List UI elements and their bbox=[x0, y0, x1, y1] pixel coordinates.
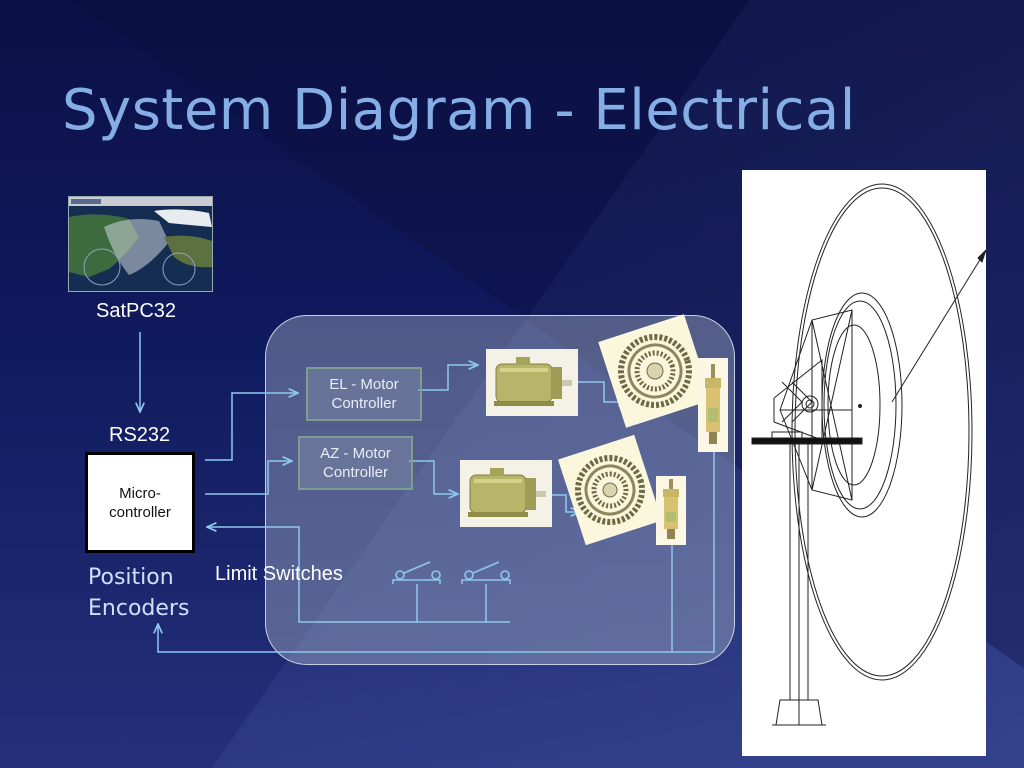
el-controller-label-line2: Controller bbox=[331, 395, 397, 412]
microcontroller-box: Micro-controller bbox=[85, 452, 195, 553]
slide-title: System Diagram - Electrical bbox=[62, 78, 856, 143]
position-encoders-line1: Position bbox=[88, 565, 174, 590]
satpc32-screenshot-image bbox=[68, 196, 213, 292]
el-to-motor-arrow bbox=[418, 365, 478, 391]
el-motor-to-gear-arrow bbox=[578, 381, 628, 402]
limit-switches-label: Limit Switches bbox=[215, 563, 343, 585]
az-controller-label-line1: AZ - Motor bbox=[320, 445, 391, 462]
el-controller-label-line1: EL - Motor bbox=[329, 376, 399, 393]
microcontroller-label-line1: Micro- bbox=[119, 484, 161, 502]
limit-switch-bus bbox=[298, 556, 510, 623]
position-encoders-label: Position Encoders bbox=[88, 562, 189, 624]
micro-to-az-arrow bbox=[205, 461, 292, 495]
micro-to-el-arrow bbox=[205, 393, 298, 461]
limit-switch-to-micro-arrow bbox=[207, 527, 300, 556]
antenna-mount-drawing bbox=[742, 170, 987, 756]
az-motor-image bbox=[460, 460, 552, 527]
rs232-label: RS232 bbox=[109, 424, 171, 446]
el-gear-image bbox=[598, 314, 712, 428]
encoder-feedback-arrow bbox=[158, 452, 715, 653]
az-gear-image bbox=[558, 434, 662, 546]
microcontroller-label-line2: controller bbox=[109, 503, 171, 521]
az-controller-label-line2: Controller bbox=[322, 464, 389, 481]
az-motor-to-gear-arrow bbox=[552, 494, 580, 512]
el-motor-image bbox=[486, 349, 578, 416]
satpc32-label: SatPC32 bbox=[96, 300, 177, 322]
az-to-motor-arrow bbox=[409, 460, 458, 494]
limit-switch-symbols bbox=[395, 561, 510, 580]
position-encoders-line2: Encoders bbox=[88, 596, 190, 621]
el-encoder-image bbox=[698, 358, 728, 452]
az-encoder-image bbox=[656, 476, 686, 545]
